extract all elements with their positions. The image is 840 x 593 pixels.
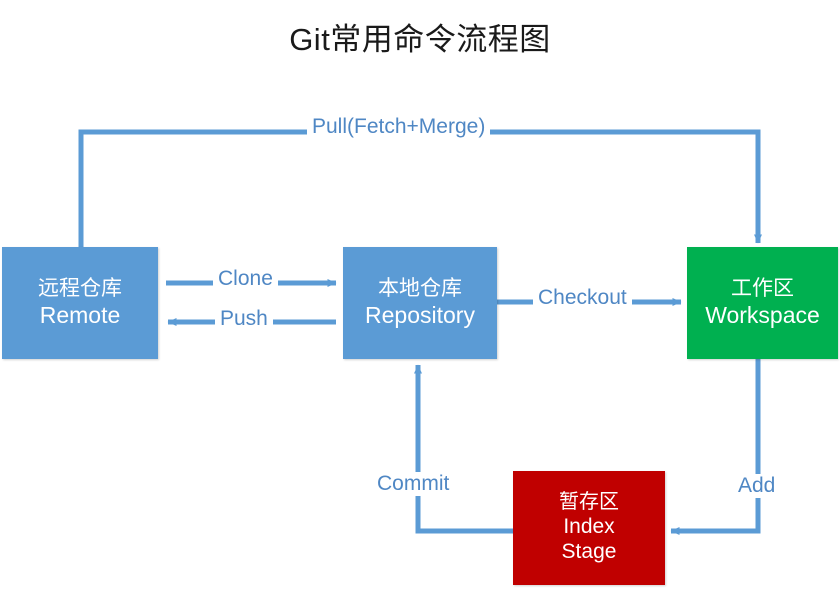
node-index[interactable]: 暂存区 Index Stage <box>513 471 665 585</box>
edge-label-pull: Pull(Fetch+Merge) <box>307 115 491 139</box>
node-index-label-en: Index <box>563 515 615 539</box>
node-remote[interactable]: 远程仓库 Remote <box>2 247 158 359</box>
node-workspace[interactable]: 工作区 Workspace <box>687 247 838 359</box>
node-repository-label-en: Repository <box>365 301 475 328</box>
node-index-label-zh: 暂存区 <box>559 491 619 514</box>
node-repository[interactable]: 本地仓库 Repository <box>343 247 497 359</box>
node-workspace-label-zh: 工作区 <box>731 277 794 301</box>
edge-label-checkout: Checkout <box>533 286 632 310</box>
node-remote-label-en: Remote <box>39 301 121 328</box>
node-index-label-en2: Stage <box>561 539 617 563</box>
edge-add-connector <box>670 359 761 535</box>
edge-label-push: Push <box>215 307 273 331</box>
page-title: Git常用命令流程图 <box>289 22 551 57</box>
edge-label-commit: Commit <box>372 472 455 496</box>
node-repository-label-zh: 本地仓库 <box>378 277 462 301</box>
edge-pull-connector <box>78 129 762 247</box>
edge-label-clone: Clone <box>213 267 278 291</box>
edge-commit-connector <box>414 364 513 534</box>
node-workspace-label-en: Workspace <box>705 301 820 328</box>
node-remote-label-zh: 远程仓库 <box>38 277 122 301</box>
edge-label-add: Add <box>733 474 781 498</box>
